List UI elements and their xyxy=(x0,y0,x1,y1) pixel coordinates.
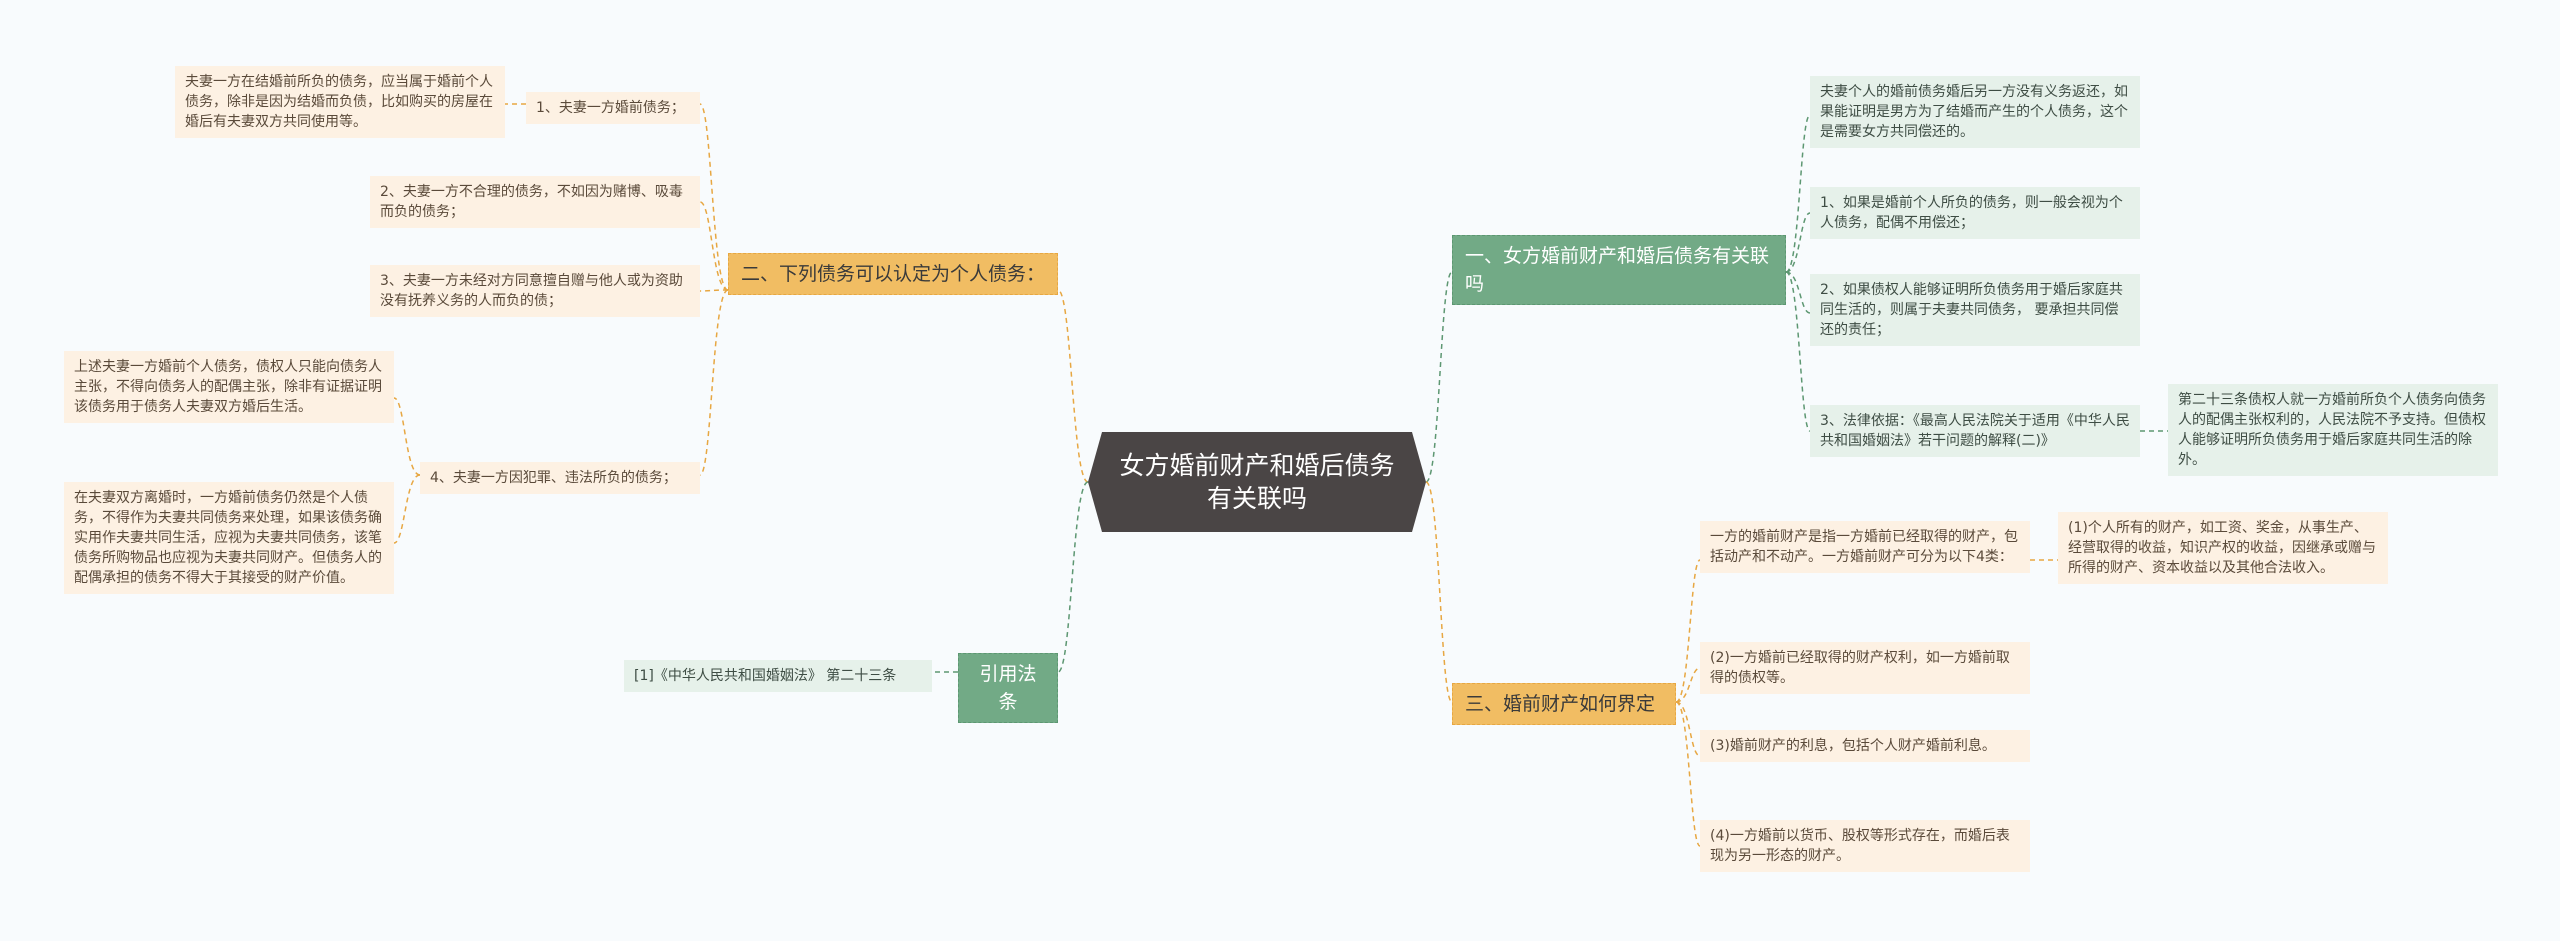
personal-debt-item-2[interactable]: 2、夫妻一方不合理的债务，不如因为赌博、吸毒而负的债务； xyxy=(370,176,700,228)
connector-root-personal-debts xyxy=(1057,289,1089,483)
premarital-item-0[interactable]: 一方的婚前财产是指一方婚前已经取得的财产，包括动产和不动产。一方婚前财产可分为以… xyxy=(1700,521,2030,573)
personal-debt-item-4-note-a-text: 上述夫妻一方婚前个人债务，债权人只能向债务人主张，不得向债务人的配偶主张，除非有… xyxy=(74,359,382,415)
branch-citation-label: 引用法条 xyxy=(979,663,1037,713)
citation-item-text: [1]《中华人民共和国婚姻法》 第二十三条 xyxy=(634,668,897,684)
connector-item4-note-a xyxy=(393,397,421,476)
connector-root-relation xyxy=(1425,271,1453,483)
connector-item4-note-b xyxy=(393,474,421,544)
connector-premarital-item2 xyxy=(1675,701,1701,757)
root-topic-label: 女方婚前财产和婚后债务有关联吗 xyxy=(1119,451,1395,513)
branch-citation[interactable]: 引用法条 xyxy=(958,653,1058,723)
personal-debt-item-1[interactable]: 1、夫妻一方婚前债务； xyxy=(526,92,700,124)
premarital-item-0-text: 一方的婚前财产是指一方婚前已经取得的财产，包括动产和不动产。一方婚前财产可分为以… xyxy=(1710,529,2018,565)
connector-debts-item1 xyxy=(699,103,729,291)
premarital-sub-note[interactable]: (1)个人所有的财产，如工资、奖金，从事生产、经营取得的收益，知识产权的收益，因… xyxy=(2058,512,2388,584)
premarital-item-2-text: (3)婚前财产的利息，包括个人财产婚前利息。 xyxy=(1710,738,1996,754)
branch-personal-debts-label: 二、下列债务可以认定为个人债务： xyxy=(741,263,1046,285)
branch-premarital[interactable]: 三、婚前财产如何界定 xyxy=(1452,683,1676,725)
connector-debts-item3 xyxy=(699,289,729,292)
premarital-item-1-text: (2)一方婚前已经取得的财产权利，如一方婚前取得的债权等。 xyxy=(1710,650,2010,686)
relation-item-1-text: 1、如果是婚前个人所负的债务，则一般会视为个人债务，配偶不用偿还； xyxy=(1820,195,2123,231)
relation-item-2[interactable]: 2、如果债权人能够证明所负债务用于婚后家庭共同生活的，则属于夫妻共同债务， 要承… xyxy=(1810,274,2140,346)
branch-personal-debts[interactable]: 二、下列债务可以认定为个人债务： xyxy=(728,253,1058,295)
connector-debts-item2 xyxy=(699,201,729,291)
citation-item[interactable]: [1]《中华人民共和国婚姻法》 第二十三条 xyxy=(624,660,932,692)
relation-item-1[interactable]: 1、如果是婚前个人所负的债务，则一般会视为个人债务，配偶不用偿还； xyxy=(1810,187,2140,239)
branch-relation-label: 一、女方婚前财产和婚后债务有关联吗 xyxy=(1465,245,1770,295)
branch-premarital-label: 三、婚前财产如何界定 xyxy=(1465,693,1656,715)
connector-relation-item2 xyxy=(1785,271,1811,314)
personal-debt-item-1-note-text: 夫妻一方在结婚前所负的债务，应当属于婚前个人债务，除非是因为结婚而负债，比如购买… xyxy=(185,74,493,130)
connector-relation-item3 xyxy=(1785,271,1811,432)
relation-item-2-text: 2、如果债权人能够证明所负债务用于婚后家庭共同生活的，则属于夫妻共同债务， 要承… xyxy=(1820,282,2123,338)
premarital-item-1[interactable]: (2)一方婚前已经取得的财产权利，如一方婚前取得的债权等。 xyxy=(1700,642,2030,694)
premarital-item-3[interactable]: (4)一方婚前以货币、股权等形式存在，而婚后表现为另一形态的财产。 xyxy=(1700,820,2030,872)
branch-relation[interactable]: 一、女方婚前财产和婚后债务有关联吗 xyxy=(1452,235,1786,305)
relation-item-0-text: 夫妻个人的婚前债务婚后另一方没有义务返还，如果能证明是男方为了结婚而产生的个人债… xyxy=(1820,84,2128,140)
root-topic[interactable]: 女方婚前财产和婚后债务有关联吗 xyxy=(1088,432,1426,532)
personal-debt-item-4-note-a[interactable]: 上述夫妻一方婚前个人债务，债权人只能向债务人主张，不得向债务人的配偶主张，除非有… xyxy=(64,351,394,423)
relation-law-note-text: 第二十三条债权人就一方婚前所负个人债务向债务人的配偶主张权利的，人民法院不予支持… xyxy=(2178,392,2486,468)
relation-law-note[interactable]: 第二十三条债权人就一方婚前所负个人债务向债务人的配偶主张权利的，人民法院不予支持… xyxy=(2168,384,2498,476)
personal-debt-item-4[interactable]: 4、夫妻一方因犯罪、违法所负的债务； xyxy=(420,462,700,494)
personal-debt-item-3-label: 3、夫妻一方未经对方同意擅自赠与他人或为资助没有抚养义务的人而负的债； xyxy=(380,273,683,309)
personal-debt-item-2-label: 2、夫妻一方不合理的债务，不如因为赌博、吸毒而负的债务； xyxy=(380,184,683,220)
relation-item-0[interactable]: 夫妻个人的婚前债务婚后另一方没有义务返还，如果能证明是男方为了结婚而产生的个人债… xyxy=(1810,76,2140,148)
connector-premarital-item1 xyxy=(1675,667,1701,703)
connector-relation-item0 xyxy=(1785,114,1811,273)
connector-relation-item1 xyxy=(1785,212,1811,273)
connector-premarital-item3 xyxy=(1675,701,1701,847)
personal-debt-item-4-note-b-text: 在夫妻双方离婚时，一方婚前债务仍然是个人债务，不得作为夫妻共同债务来处理，如果该… xyxy=(74,490,382,586)
personal-debt-item-4-note-b[interactable]: 在夫妻双方离婚时，一方婚前债务仍然是个人债务，不得作为夫妻共同债务来处理，如果该… xyxy=(64,482,394,594)
relation-item-3-text: 3、法律依据：《最高人民法院关于适用《中华人民共和国婚姻法》若干问题的解释(二)… xyxy=(1820,413,2130,449)
personal-debt-item-1-label: 1、夫妻一方婚前债务； xyxy=(536,100,685,116)
premarital-sub-note-text: (1)个人所有的财产，如工资、奖金，从事生产、经营取得的收益，知识产权的收益，因… xyxy=(2068,520,2376,576)
personal-debt-item-3[interactable]: 3、夫妻一方未经对方同意擅自赠与他人或为资助没有抚养义务的人而负的债； xyxy=(370,265,700,317)
connector-debts-item4 xyxy=(699,289,729,476)
personal-debt-item-1-note[interactable]: 夫妻一方在结婚前所负的债务，应当属于婚前个人债务，除非是因为结婚而负债，比如购买… xyxy=(175,66,505,138)
premarital-item-2[interactable]: (3)婚前财产的利息，包括个人财产婚前利息。 xyxy=(1700,730,2030,762)
connector-premarital-item0 xyxy=(1675,559,1701,703)
connector-root-premarital xyxy=(1425,481,1453,703)
personal-debt-item-4-label: 4、夫妻一方因犯罪、违法所负的债务； xyxy=(430,470,677,486)
premarital-item-3-text: (4)一方婚前以货币、股权等形式存在，而婚后表现为另一形态的财产。 xyxy=(1710,828,2010,864)
relation-item-3[interactable]: 3、法律依据：《最高人民法院关于适用《中华人民共和国婚姻法》若干问题的解释(二)… xyxy=(1810,405,2140,457)
connector-root-citation xyxy=(1057,481,1089,673)
